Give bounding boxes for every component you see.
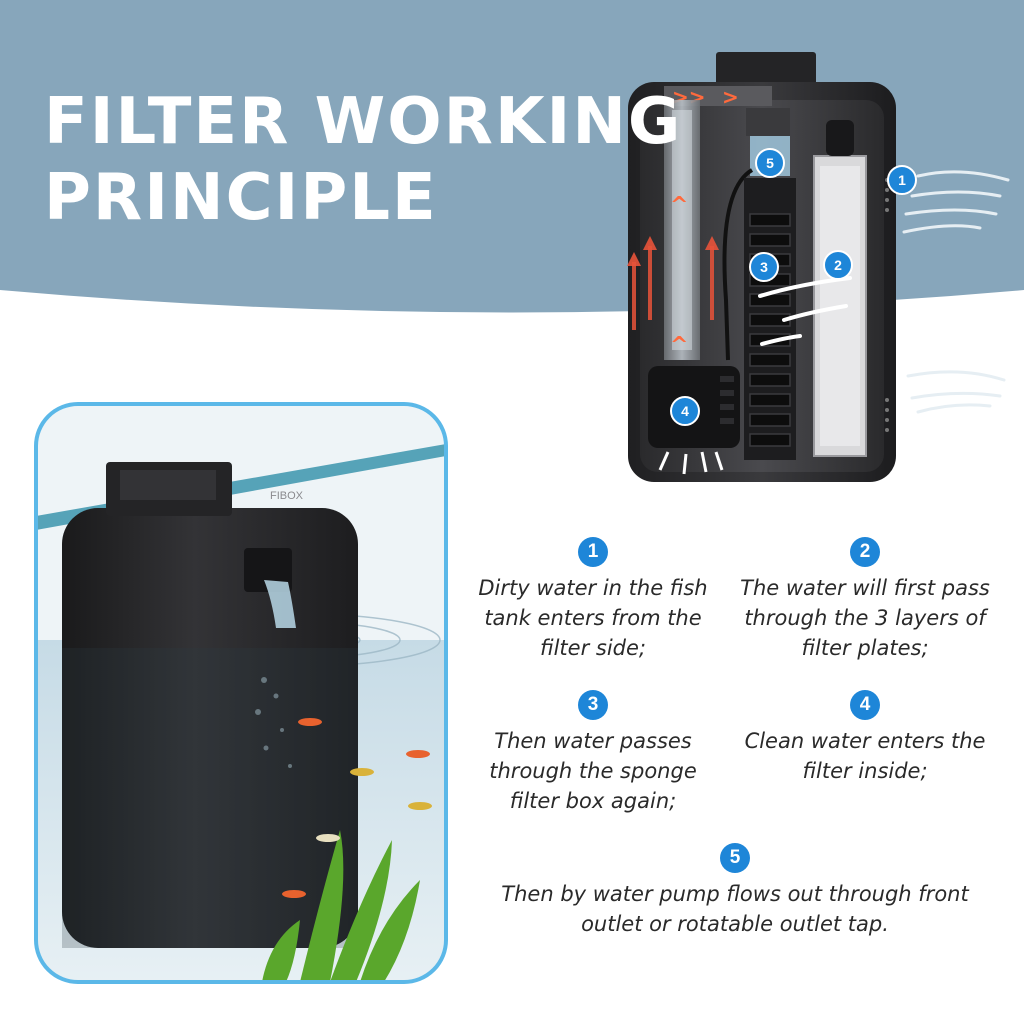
page-title-line-2: PRINCIPLE	[44, 161, 438, 235]
step-5: 5 Then by water pump flows out through f…	[500, 843, 970, 939]
svg-text:^: ^	[670, 333, 688, 358]
callout-badge-2: 2	[823, 250, 853, 280]
svg-text:>: >	[722, 85, 739, 109]
svg-text:^: ^	[670, 193, 688, 218]
step-description: Dirty water in the fish tank enters from…	[478, 576, 708, 660]
callout-badge-3: 3	[749, 252, 779, 282]
step-description: Then water passes through the sponge fil…	[489, 729, 697, 813]
filter-cutaway: >> > ^ ^	[627, 52, 1010, 482]
step-description: Clean water enters the filter inside;	[744, 729, 986, 783]
tank-illustration	[34, 402, 448, 984]
step-number-badge: 1	[578, 537, 608, 567]
callout-badge-4: 4	[670, 396, 700, 426]
step-number-badge: 2	[850, 537, 880, 567]
sponge-slots	[749, 213, 791, 447]
step-number-badge: 4	[850, 690, 880, 720]
step-2: 2 The water will first pass through the …	[724, 537, 1006, 663]
step-1: 1 Dirty water in the fish tank enters fr…	[462, 537, 724, 663]
step-description: The water will first pass through the 3 …	[740, 576, 990, 660]
page-title-line-1: FILTER WORKING	[44, 85, 683, 159]
step-description: Then by water pump flows out through fro…	[501, 882, 969, 936]
step-number-badge: 3	[578, 690, 608, 720]
step-number-badge: 5	[720, 843, 750, 873]
callout-badge-1: 1	[887, 165, 917, 195]
callout-badge-5: 5	[755, 148, 785, 178]
product-logo: FIBOX	[270, 490, 304, 502]
step-4: 4 Clean water enters the filter inside;	[724, 690, 1006, 786]
step-3: 3 Then water passes through the sponge f…	[462, 690, 724, 816]
